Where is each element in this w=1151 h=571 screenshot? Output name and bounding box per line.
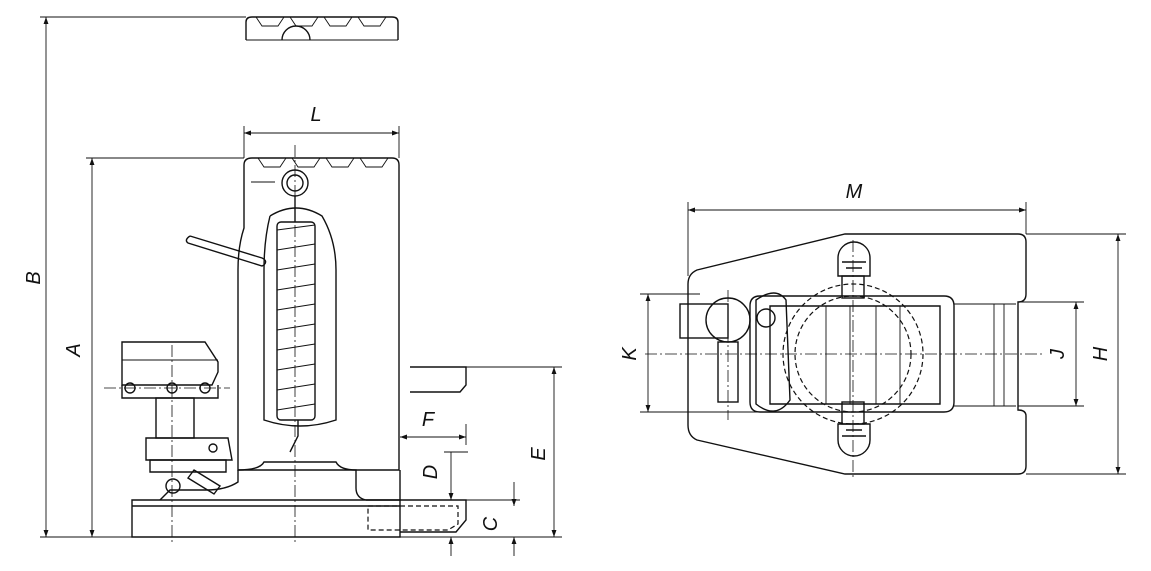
dim-label-j: J	[1047, 348, 1069, 360]
top-lug	[837, 241, 871, 299]
dim-label-c: C	[480, 516, 502, 531]
top-view: M H J K	[619, 181, 1126, 480]
dim-label-h: H	[1090, 346, 1112, 361]
pump-stub	[679, 292, 791, 412]
pump-assembly	[121, 341, 233, 495]
side-view: B A L E F D C	[23, 16, 562, 556]
ram-head	[243, 157, 400, 200]
bottom-lug	[837, 401, 871, 457]
dim-label-k: K	[619, 346, 641, 361]
jack-body	[159, 196, 401, 501]
dim-label-m: M	[846, 181, 863, 203]
dim-label-a: A	[63, 343, 85, 357]
pump-handle-socket	[185, 235, 267, 267]
toe-lift-lowered	[367, 499, 467, 533]
dim-label-e: E	[528, 447, 550, 461]
dim-label-b: B	[23, 271, 45, 284]
toe-lift-raised	[410, 366, 467, 393]
dim-label-d: D	[420, 465, 442, 479]
dim-label-f: F	[422, 409, 436, 431]
raised-ram-top	[245, 16, 399, 41]
dim-label-l: L	[310, 104, 321, 126]
